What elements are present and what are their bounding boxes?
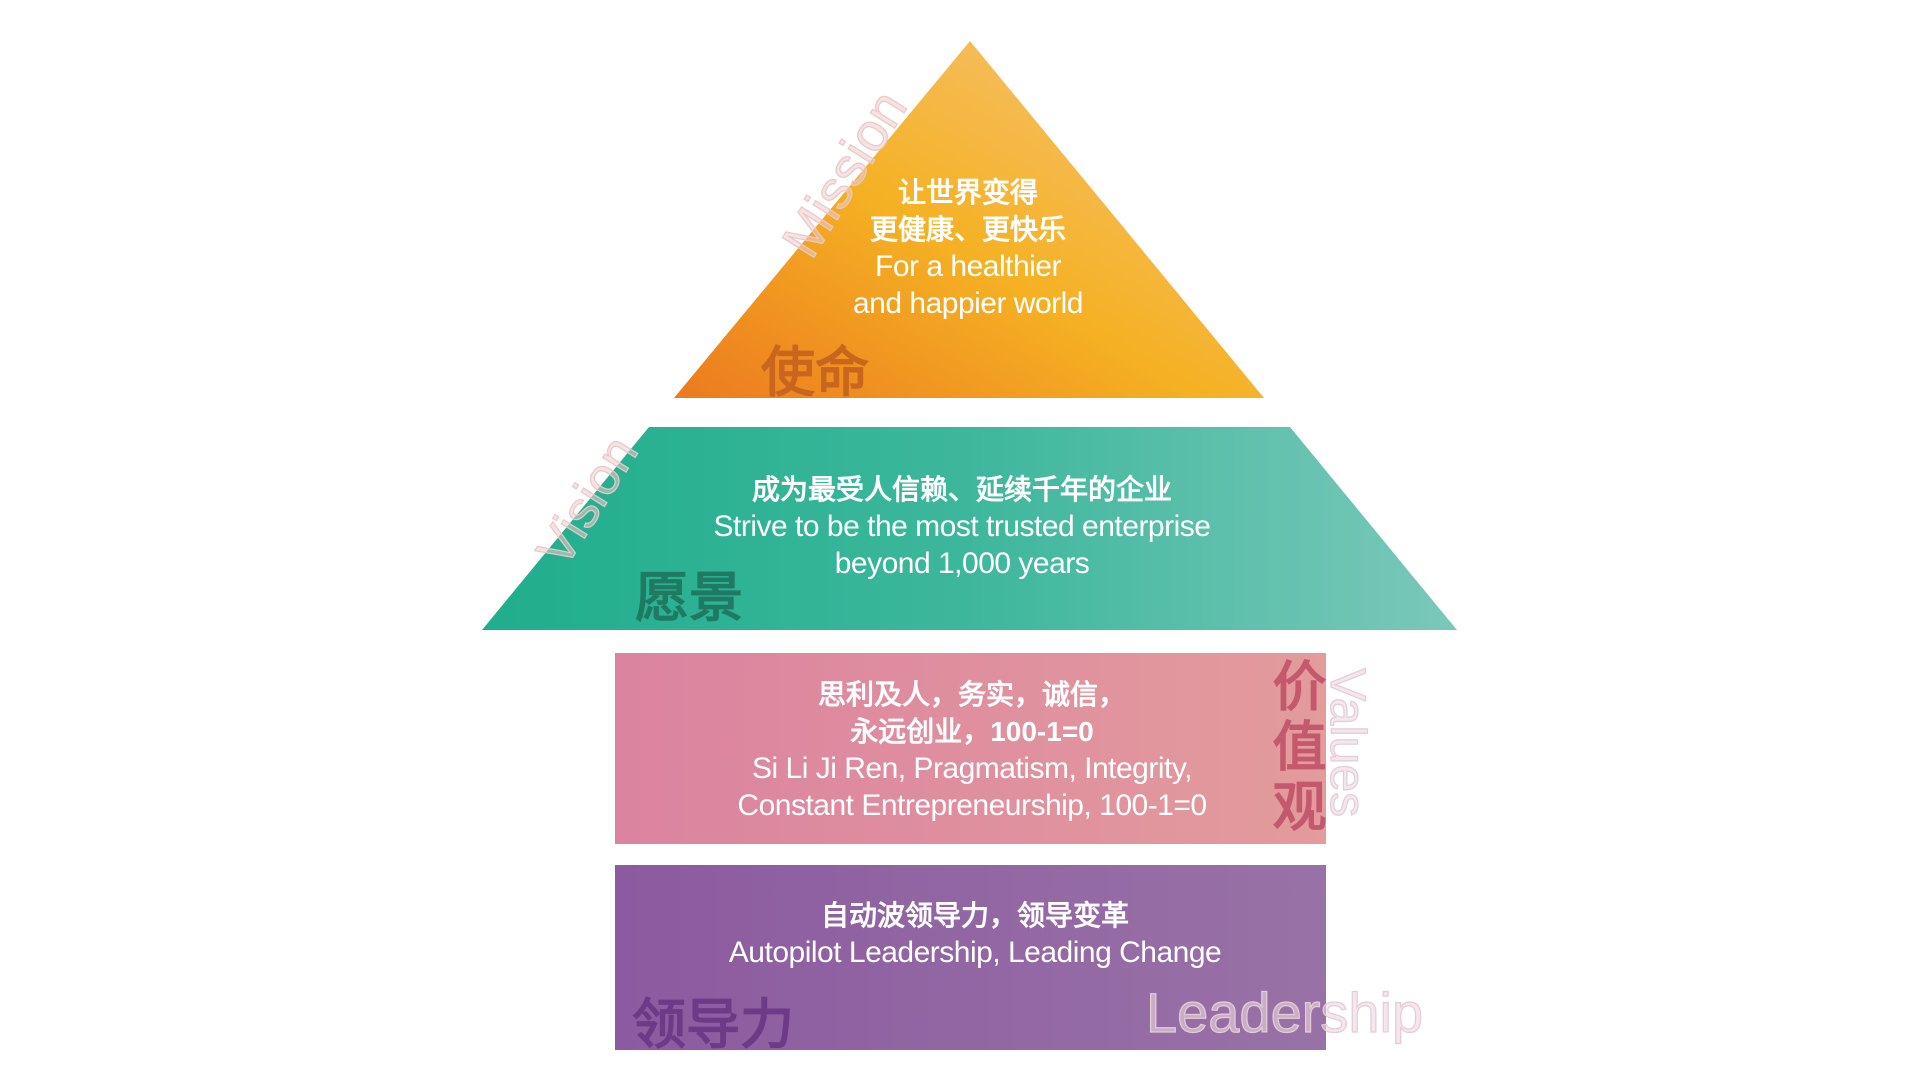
- mission-zh-line: 更健康、更快乐: [869, 214, 1066, 245]
- values-zh-line: 思利及人，务实，诚信，: [817, 679, 1126, 710]
- mission-text: 让世界变得 更健康、更快乐 For a healthier and happie…: [853, 174, 1084, 322]
- values-outline-label: Values: [1319, 667, 1376, 818]
- values-zh-line: 永远创业，100-1=0: [850, 716, 1094, 747]
- mission-triangle: [674, 41, 1264, 398]
- values-en-line: Si Li Ji Ren, Pragmatism, Integrity,: [752, 752, 1192, 785]
- vision-label: 愿景: [635, 568, 743, 628]
- values-label: 价值观: [1264, 658, 1324, 838]
- leadership-zh-line: 自动波领导力，领导变革: [820, 900, 1129, 931]
- mission-zh-line: 让世界变得: [897, 177, 1038, 208]
- values-text: 思利及人，务实，诚信， 永远创业，100-1=0 Si Li Ji Ren, P…: [737, 676, 1207, 824]
- mission-en-line: For a healthier: [875, 250, 1061, 283]
- vision-text: 成为最受人信赖、延续千年的企业 Strive to be the most tr…: [714, 471, 1211, 582]
- mission-label: 使命: [761, 343, 869, 403]
- vision-en-line: Strive to be the most trusted enterprise: [713, 510, 1211, 543]
- vision-en-line: beyond 1,000 years: [834, 547, 1090, 580]
- values-en-line: Constant Entrepreneurship, 100-1=0: [737, 789, 1207, 822]
- leadership-block: [615, 865, 1326, 1050]
- leadership-label: 领导力: [632, 995, 794, 1055]
- vision-trapezoid: [482, 427, 1457, 630]
- values-block: [615, 653, 1326, 844]
- mission-en-line: and happier world: [853, 287, 1084, 320]
- leadership-en-line: Autopilot Leadership, Leading Change: [728, 936, 1222, 969]
- leadership-outline-label: Leadership: [1145, 980, 1424, 1044]
- vision-zh-line: 成为最受人信赖、延续千年的企业: [751, 474, 1173, 505]
- leadership-text: 自动波领导力，领导变革 Autopilot Leadership, Leadin…: [728, 897, 1222, 971]
